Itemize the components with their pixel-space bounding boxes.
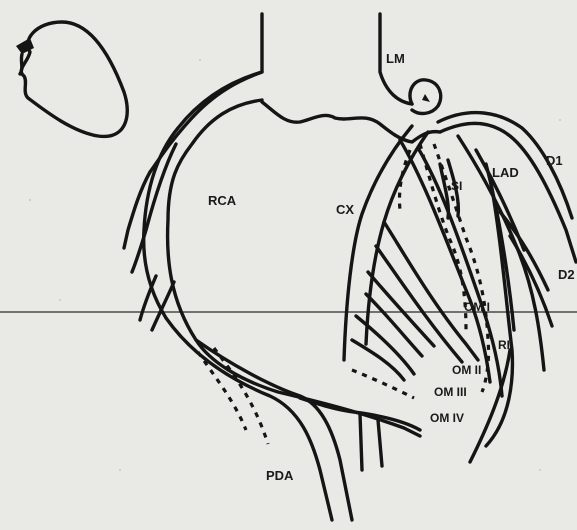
label-lm: LM: [386, 51, 405, 66]
label-om1: OM I: [464, 300, 490, 314]
label-d1: D1: [546, 153, 563, 168]
label-cx: CX: [336, 202, 354, 217]
label-si: SI: [451, 179, 462, 193]
left-main-ostium: [410, 80, 441, 114]
label-rca: RCA: [208, 193, 237, 208]
label-d2: D2: [558, 267, 575, 282]
label-pda: PDA: [266, 468, 294, 483]
label-lad: LAD: [492, 165, 519, 180]
label-om4: OM IV: [430, 411, 464, 425]
label-om2: OM II: [452, 363, 481, 377]
rca-vessel: [124, 72, 420, 520]
label-ri: RI: [498, 338, 510, 352]
label-om3: OM III: [434, 385, 467, 399]
heart-icon: [16, 22, 127, 136]
